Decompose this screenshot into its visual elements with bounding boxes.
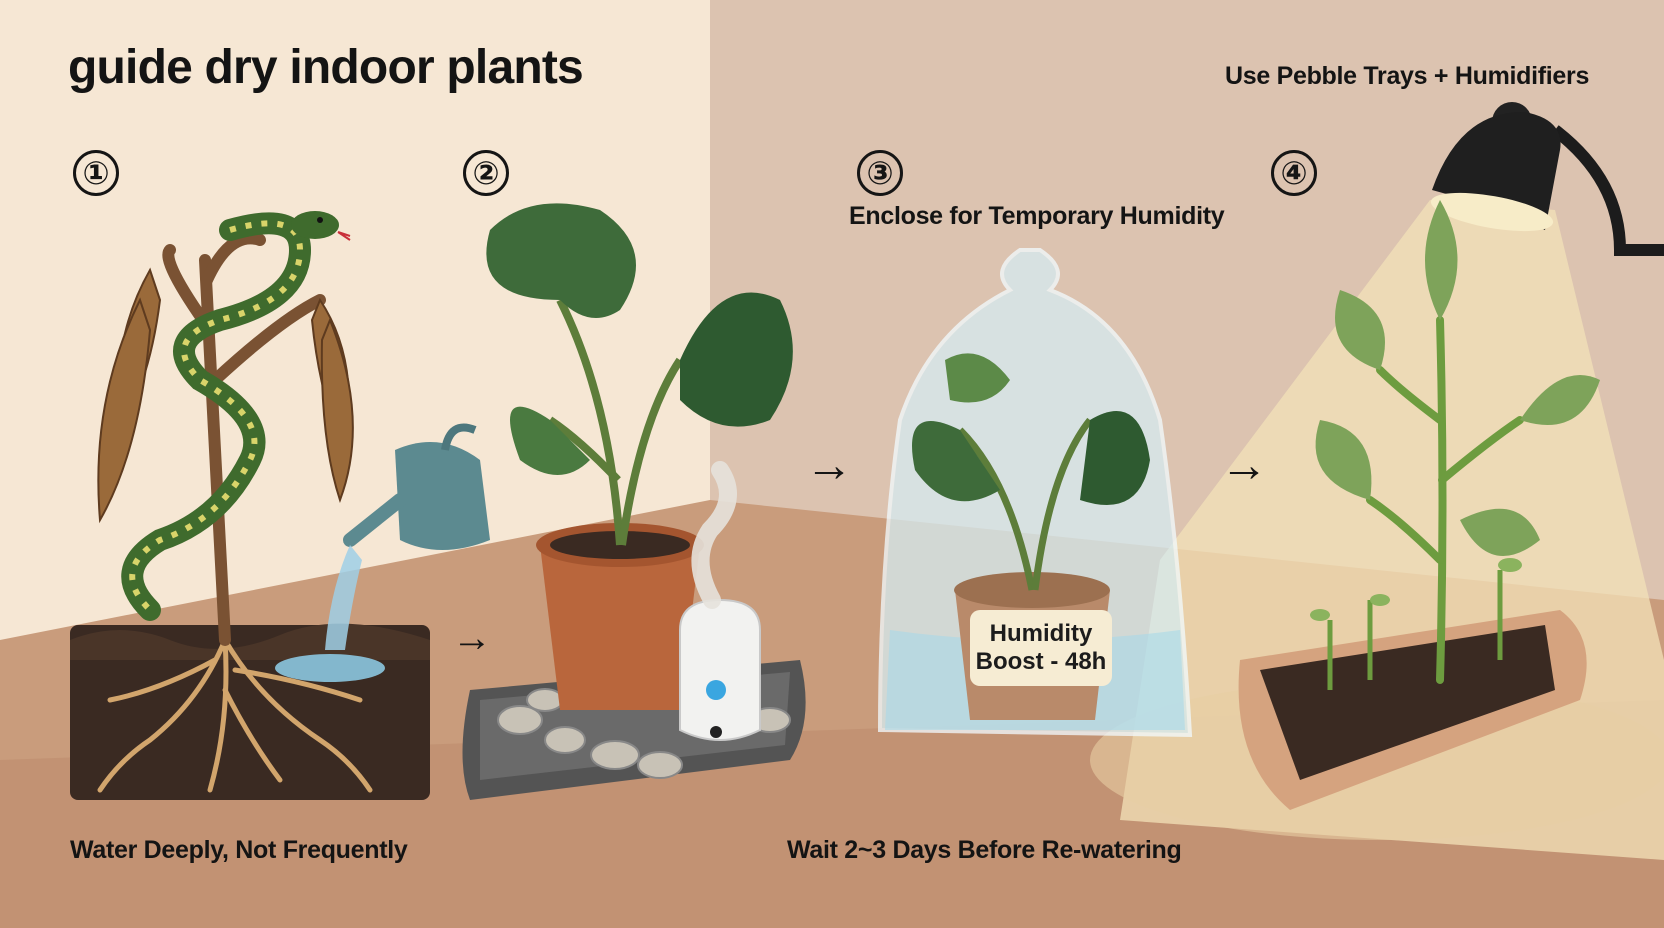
panel-3-humidity-bag [877,248,1193,738]
humidifier-icon [679,461,761,741]
caption-water-deeply: Water Deeply, Not Frequently [70,836,408,864]
watering-can-icon [275,423,490,682]
humidity-label-line2: Boost - 48h [975,648,1107,675]
page-title: guide dry indoor plants [68,41,584,94]
caption-wait-days: Wait 2~3 Days Before Re-watering [787,836,1182,864]
step-number-2: ② [463,150,509,196]
arrow-right-icon: → [1220,439,1268,492]
panel-4-thriving-plant [1238,200,1600,810]
panel-1-dry-plant [70,211,490,800]
humidity-label-line1: Humidity [989,620,1093,647]
arrow-right-icon: → [805,439,853,492]
desk-lamp-icon [1430,102,1664,256]
step-number-4: ④ [1271,150,1317,196]
step-number-1: ① [73,150,119,196]
caption-pebble-trays: Use Pebble Trays + Humidifiers [1225,62,1590,90]
caption-enclose: Enclose for Temporary Humidity [849,202,1225,230]
panel-2-pebble-tray [462,203,806,800]
arrow-right-icon: → [452,616,492,660]
step-number-3: ③ [857,150,903,196]
humidity-label-tag: Humidity Boost - 48h [970,610,1112,686]
